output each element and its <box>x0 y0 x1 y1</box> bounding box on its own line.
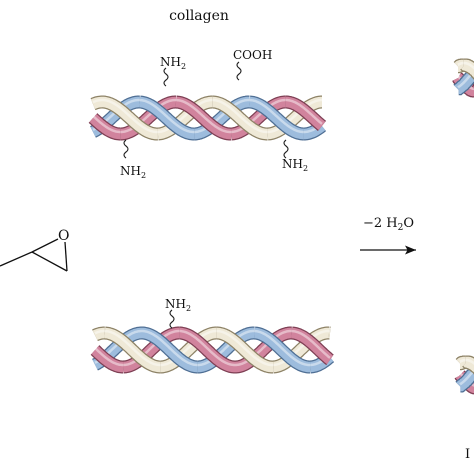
collagen-triple-helix-bottom <box>90 326 335 374</box>
top-helix-blue-strand-highlight <box>139 98 195 134</box>
top-helix-blue-strand-highlight <box>249 98 304 134</box>
bottom-helix-cream-strand-highlight <box>94 329 105 335</box>
bottom-helix-pink-strand-highlight <box>291 329 331 359</box>
top-helix-cream-strand <box>102 96 158 140</box>
bottom-nh2-group: NH2 <box>165 297 191 329</box>
top-helix-blue-strand <box>139 96 195 140</box>
bottom-helix-blue-strand-highlight <box>254 329 311 367</box>
svg-text:NH2: NH2 <box>120 164 146 180</box>
left-nh2-label: NH <box>120 164 141 178</box>
bottom-helix-pink-strand-highlight <box>179 329 235 367</box>
top-helix-blue-strand <box>194 96 250 140</box>
bottom-helix-cream-strand-highlight <box>273 329 329 367</box>
top-helix-pink-strand-highlight <box>231 98 286 134</box>
product-helix-fragment-bottom <box>454 355 474 395</box>
top-helix-cream-strand <box>157 96 213 140</box>
top-helix-cream-strand-highlight <box>102 98 158 134</box>
top-helix-pink-strand <box>175 96 232 140</box>
top-helix-cream-strand-highlight <box>92 98 103 104</box>
bottom-helix-cream-strand <box>272 327 329 373</box>
top-helix-pink-strand <box>285 96 326 130</box>
bottom-nh2-label: NH <box>165 297 186 311</box>
edge-top-helix-cream-strand <box>454 59 467 72</box>
top-helix-blue-strand-highlight <box>194 98 250 134</box>
bottom-helix-pink-strand <box>235 327 292 373</box>
bottom-helix-pink-strand <box>122 327 180 373</box>
bottom-helix-blue-strand <box>254 327 311 373</box>
top-helix-pink-strand-highlight <box>285 98 323 125</box>
top-helix-pink-strand-highlight <box>120 98 176 134</box>
right-nh2-label: NH <box>282 157 303 171</box>
bottom-helix-blue-strand <box>142 327 198 373</box>
epoxide-oxygen-label: O <box>58 228 69 244</box>
edge-cropped-label: I <box>465 447 470 462</box>
bottom-helix-cream-strand <box>92 327 105 340</box>
top-nh2-label: NH <box>160 55 181 69</box>
bottom-helix-cream-strand <box>160 327 217 373</box>
edge-bottom-helix-cream-strand <box>463 356 474 373</box>
edge-top-helix-cream-strand-highlight <box>457 61 464 66</box>
bottom-helix-pink-strand <box>291 327 334 365</box>
collagen-title: collagen <box>169 8 229 24</box>
top-nh2-group: NH2 <box>160 55 186 87</box>
top-helix-cream-strand-highlight <box>212 98 268 134</box>
top-helix-cream-strand-highlight <box>157 98 213 134</box>
top-cooh-label: COOH <box>233 48 272 62</box>
product-helix-fragment-top <box>452 58 474 98</box>
edge-bottom-helix-blue-strand-highlight <box>459 368 474 386</box>
top-helix-pink-strand <box>120 96 176 140</box>
top-helix-pink-strand <box>89 114 121 140</box>
arrow-condition-label: −2 H <box>363 216 398 231</box>
top-helix-cream-strand <box>267 96 322 140</box>
svg-text:NH2: NH2 <box>160 55 186 71</box>
top-helix-pink-strand-highlight <box>92 115 121 134</box>
top-helix-blue-strand <box>248 96 304 140</box>
reaction-arrow: −2 H2O <box>360 216 416 255</box>
epoxide-structure: O <box>0 228 69 272</box>
bottom-helix-blue-strand-highlight <box>197 329 255 367</box>
left-nh2-group: NH2 <box>120 139 146 180</box>
bottom-helix-cream-strand-highlight <box>104 329 161 367</box>
edge-bottom-helix-cream-strand-highlight <box>465 358 474 365</box>
svg-text:NH2: NH2 <box>282 157 308 173</box>
top-helix-pink-strand <box>230 96 286 140</box>
top-helix-cream-strand <box>91 96 103 109</box>
bottom-helix-pink-strand-highlight <box>235 329 292 367</box>
bottom-helix-blue-strand-highlight <box>142 329 198 367</box>
top-helix-pink-strand-highlight <box>175 98 232 134</box>
edge-top-helix-cream-strand <box>461 59 474 78</box>
bottom-helix-blue-strand <box>197 327 255 373</box>
collagen-triple-helix-top <box>88 95 327 141</box>
top-cooh-group: COOH <box>233 48 272 81</box>
top-helix-cream-strand-highlight <box>267 98 322 134</box>
bottom-helix-pink-strand-highlight <box>94 347 124 367</box>
edge-top-helix-cream-strand-highlight <box>463 61 474 70</box>
bottom-helix-pink-strand <box>91 346 124 373</box>
svg-text:−2 H2O: −2 H2O <box>363 216 414 233</box>
bottom-helix-pink-strand-highlight <box>123 329 180 367</box>
edge-bottom-helix-blue-strand <box>456 364 474 392</box>
bottom-helix-cream-strand <box>216 327 274 373</box>
bottom-helix-cream-strand-highlight <box>216 329 274 367</box>
top-helix-cream-strand <box>212 96 268 140</box>
edge-bottom-helix-cream-strand-highlight <box>459 358 466 363</box>
bottom-helix-cream-strand-highlight <box>160 329 217 367</box>
right-nh2-group: NH2 <box>282 139 308 173</box>
bottom-helix-cream-strand <box>104 327 161 373</box>
bottom-helix-pink-strand <box>179 327 235 373</box>
edge-bottom-helix-cream-strand <box>456 356 469 369</box>
svg-text:NH2: NH2 <box>165 297 191 313</box>
